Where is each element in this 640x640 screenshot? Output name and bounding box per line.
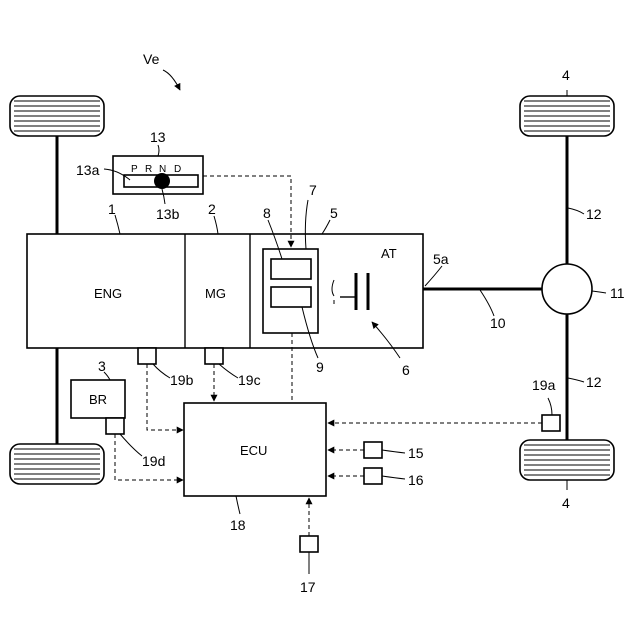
leader-16	[382, 476, 405, 479]
engine-label: ENG	[94, 286, 122, 301]
ref-6: 6	[402, 362, 410, 378]
ref-17: 17	[300, 579, 316, 595]
brake-sensor	[106, 418, 124, 434]
leader-19b	[153, 364, 170, 378]
ecu-label: ECU	[240, 443, 267, 458]
leader-2	[214, 216, 218, 234]
ref-19a: 19a	[532, 377, 556, 393]
ref-13b: 13b	[156, 206, 180, 222]
ref-11: 11	[610, 285, 625, 301]
ref-9: 9	[316, 359, 324, 375]
ref-4-bottom: 4	[562, 495, 570, 511]
leader-5	[322, 220, 330, 234]
gear-position-r: R	[145, 164, 152, 175]
ref-10: 10	[490, 315, 506, 331]
ref-4-top: 4	[562, 67, 570, 83]
mg-label: MG	[205, 286, 226, 301]
ref-5: 5	[330, 205, 338, 221]
leader-18	[236, 496, 240, 514]
leader-11	[592, 291, 606, 293]
vehicle-label-arrow	[163, 70, 180, 90]
ref-5a: 5a	[433, 251, 449, 267]
ref-18: 18	[230, 517, 246, 533]
leader-12-lower	[568, 378, 584, 382]
sensor-15	[364, 442, 382, 458]
leader-15	[382, 450, 405, 453]
valve-upper	[271, 259, 311, 279]
shift-knob[interactable]	[154, 173, 170, 189]
leader-5a	[425, 266, 442, 286]
differential	[542, 264, 592, 314]
leader-1	[115, 215, 120, 234]
vehicle-label: Ve	[143, 51, 160, 67]
leader-19a	[548, 398, 552, 415]
ref-16: 16	[408, 472, 424, 488]
ref-12-lower: 12	[586, 374, 602, 390]
ref-2: 2	[208, 201, 216, 217]
leader-19d	[120, 434, 142, 456]
engine-sensor	[138, 348, 156, 364]
leader-10	[480, 290, 494, 316]
ref-15: 15	[408, 445, 424, 461]
leader-13	[158, 145, 159, 156]
brake-label: BR	[89, 392, 107, 407]
ref-1: 1	[108, 201, 116, 217]
ref-13: 13	[150, 129, 166, 145]
ref-8: 8	[263, 205, 271, 221]
ref-3: 3	[98, 358, 106, 374]
ref-19c: 19c	[238, 372, 261, 388]
ref-13a: 13a	[76, 162, 100, 178]
valve-lower	[271, 287, 311, 307]
gear-position-p: P	[131, 164, 138, 175]
mg-sensor	[205, 348, 223, 364]
at-label: AT	[381, 246, 397, 261]
gear-position-d: D	[174, 164, 181, 175]
ref-19b: 19b	[170, 372, 194, 388]
wheel-speed-sensor	[542, 415, 560, 431]
sensor-16	[364, 468, 382, 484]
ref-19d: 19d	[142, 453, 165, 469]
leader-19c	[219, 364, 238, 378]
ref-12-upper: 12	[586, 206, 602, 222]
leader-12-upper	[568, 208, 584, 214]
ref-7: 7	[309, 182, 317, 198]
sensor-17	[300, 536, 318, 552]
